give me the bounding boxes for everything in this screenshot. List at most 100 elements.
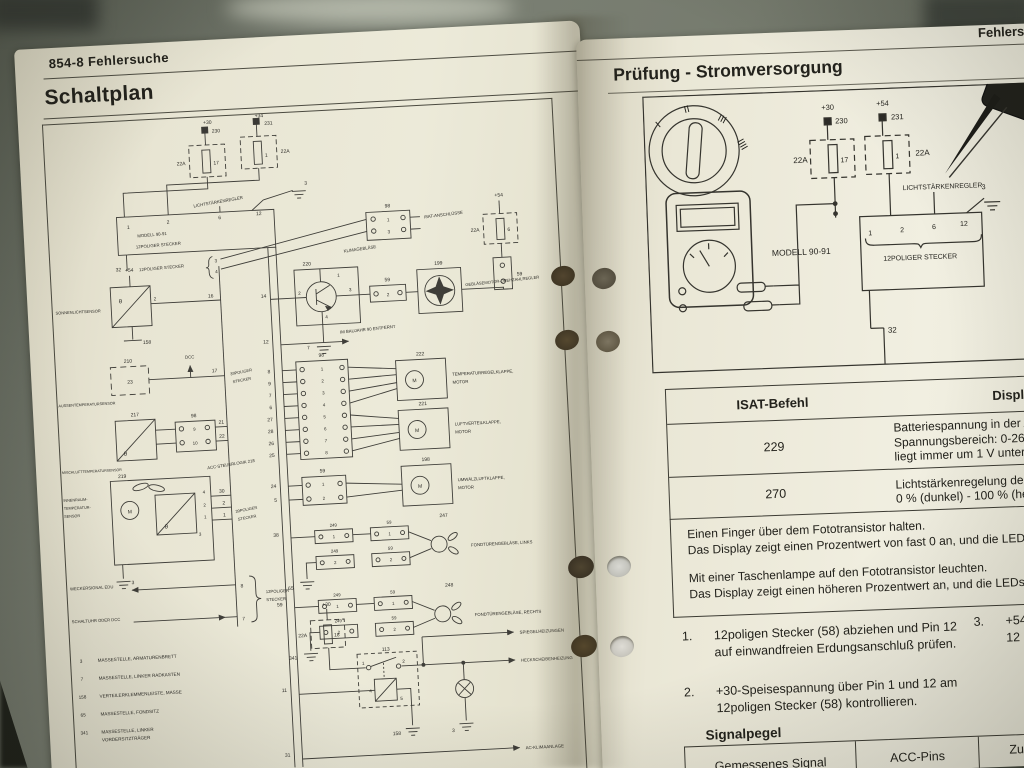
schematic-label: 217 (130, 412, 139, 418)
schematic-label: 9 (268, 381, 271, 387)
schematic-label: 7 (324, 438, 327, 443)
schematic-label: MODELL 90-91 (137, 231, 167, 239)
schematic-label: 1 (387, 217, 390, 222)
schematic-label: 3 (80, 659, 83, 664)
schematic-label: 8 (240, 583, 243, 589)
signal-col1-header: Gemessenes Signal (714, 755, 827, 768)
connector-249b (315, 554, 355, 571)
schematic-label: 2 (222, 500, 225, 506)
schematic-label: SPIEGELHEIZUNGEN (519, 627, 564, 634)
schematic-label: 23 (127, 379, 133, 385)
step-number: 1. (681, 629, 693, 644)
schematic-label: 22A (471, 227, 481, 233)
schematic-label: SCHALTUHR ODER DCC (72, 617, 121, 625)
schematic-label: 39POLIGER (235, 505, 258, 514)
schematic-label: MASSESTELLE, ARMATURENBRETT (98, 654, 177, 663)
schematic-label: 1 (868, 230, 872, 237)
schematic-label: +30 (821, 103, 834, 112)
schematic-label: 6 (218, 215, 221, 221)
step-text: 12poligen Stecker (58) abziehen und Pin … (714, 618, 958, 660)
schematic-label: 12 (960, 221, 968, 228)
brace (864, 234, 982, 249)
signal-col2-header: ACC-Pins (854, 736, 981, 768)
schematic-label: 38 (273, 533, 279, 539)
schematic-label: 3 (387, 229, 390, 234)
schematic-label: MODELL 90-91 (772, 246, 831, 258)
schematic-label: 18 (334, 632, 340, 638)
step-2: 2. +30-Speisespannung über Pin 1 und 12 … (684, 674, 959, 717)
left-page-title: Schaltplan (43, 80, 155, 110)
wiring-lines (109, 117, 545, 768)
schematic-label: 2 (387, 292, 390, 297)
schematic-label: 24 (271, 484, 277, 490)
schematic-label: 59 (388, 546, 394, 551)
left-rail (218, 266, 239, 627)
schematic-label: VERTEILERKLEMMENLEISTE, MASSE (99, 689, 182, 698)
schematic-label: 158 (393, 731, 402, 737)
signalpegel-title: Signalpegel (705, 724, 782, 743)
schematic-label: MASSESTELLE, LINKER RADKASTEN (99, 672, 181, 681)
schematic-label: KLIMAGEBLÄSE (343, 244, 376, 254)
schematic-label: 27 (267, 417, 273, 423)
schematic-label: 219 (118, 474, 127, 480)
schematic-label: 199 (434, 260, 443, 266)
schematic-label: 6 (932, 224, 936, 231)
background-highlight (225, 0, 515, 24)
schematic-label: 3 (349, 287, 352, 292)
schematic-label: MISCHLUFTTEMPERATURSENSOR (62, 468, 123, 475)
schematic-label: FONDTÜRENGEBLÄSE, LINKS (471, 539, 533, 547)
fan-199-box (416, 266, 464, 315)
schematic-label: AC-KLIMAANLAGE (526, 743, 565, 750)
schematic-label: 1 (388, 531, 391, 536)
schematic-label: FONDTÜRENGEBLÄSE, RECHTS (475, 609, 542, 617)
schematic-label: 249 (334, 618, 342, 623)
schematic-label: MOTOR (458, 484, 474, 490)
step-number: 3. (973, 614, 985, 629)
schematic-label: 1 (336, 604, 339, 609)
fuse-1-box (864, 134, 911, 176)
schematic-label: 1 (362, 661, 365, 666)
terminal-54-square (878, 113, 887, 122)
schematic-label: 3 (304, 181, 307, 187)
brace (205, 256, 214, 279)
schematic-label: 22A (298, 633, 308, 639)
schematic-label: 59 (320, 468, 326, 474)
motor-221-box (397, 407, 451, 451)
fuse-17-box (809, 138, 856, 180)
schematic-label: 8 (267, 369, 270, 375)
schematic-label: 22 (219, 434, 225, 440)
schematic-label: 22A (793, 156, 808, 166)
ground-3-symbol (983, 200, 1002, 211)
connector-59c (301, 474, 348, 506)
schematic-label: +30 (322, 602, 331, 608)
connector-59e (371, 551, 411, 568)
schematic-label: 98 (191, 413, 197, 419)
schematic-label: 21 (218, 420, 224, 426)
ground-3c-symbol (459, 722, 475, 732)
schematic-label: 5 (274, 498, 277, 504)
probe-plug-1 (736, 281, 766, 293)
schematic-label: 1 (392, 601, 395, 606)
pointer-needle (945, 93, 1001, 174)
schematic-label: 28 (268, 429, 274, 435)
schematic-label: M (128, 509, 132, 515)
schematic-label: +54 (125, 268, 134, 274)
schematic-label: 59 (391, 615, 397, 620)
isat-col2-header: Displaya (992, 385, 1024, 403)
schematic-label: 11 (282, 688, 288, 694)
schematic-label: LICHTSTÄRKENREGLER (193, 195, 243, 209)
schematic-label: 3 (982, 184, 986, 191)
schematic-label: DCC (185, 354, 195, 359)
connector-249d (319, 623, 359, 640)
schematic-label: 59 (386, 520, 392, 525)
schematic-label: 14 (261, 294, 267, 300)
left-page: 854-8 Fehlersuche Schaltplan (14, 20, 619, 768)
schematic-label: 2 (166, 220, 169, 226)
schematic-label: 7 (269, 393, 272, 399)
schematic-label: STECKER (237, 513, 256, 522)
isat-cmd: 270 (765, 486, 787, 502)
schematic-label: 1 (322, 482, 325, 487)
step-text: +54 12 (1005, 612, 1024, 646)
step-number: 2. (683, 685, 695, 700)
step-text: +30-Speisespannung über Pin 1 und 12 am … (716, 674, 959, 716)
